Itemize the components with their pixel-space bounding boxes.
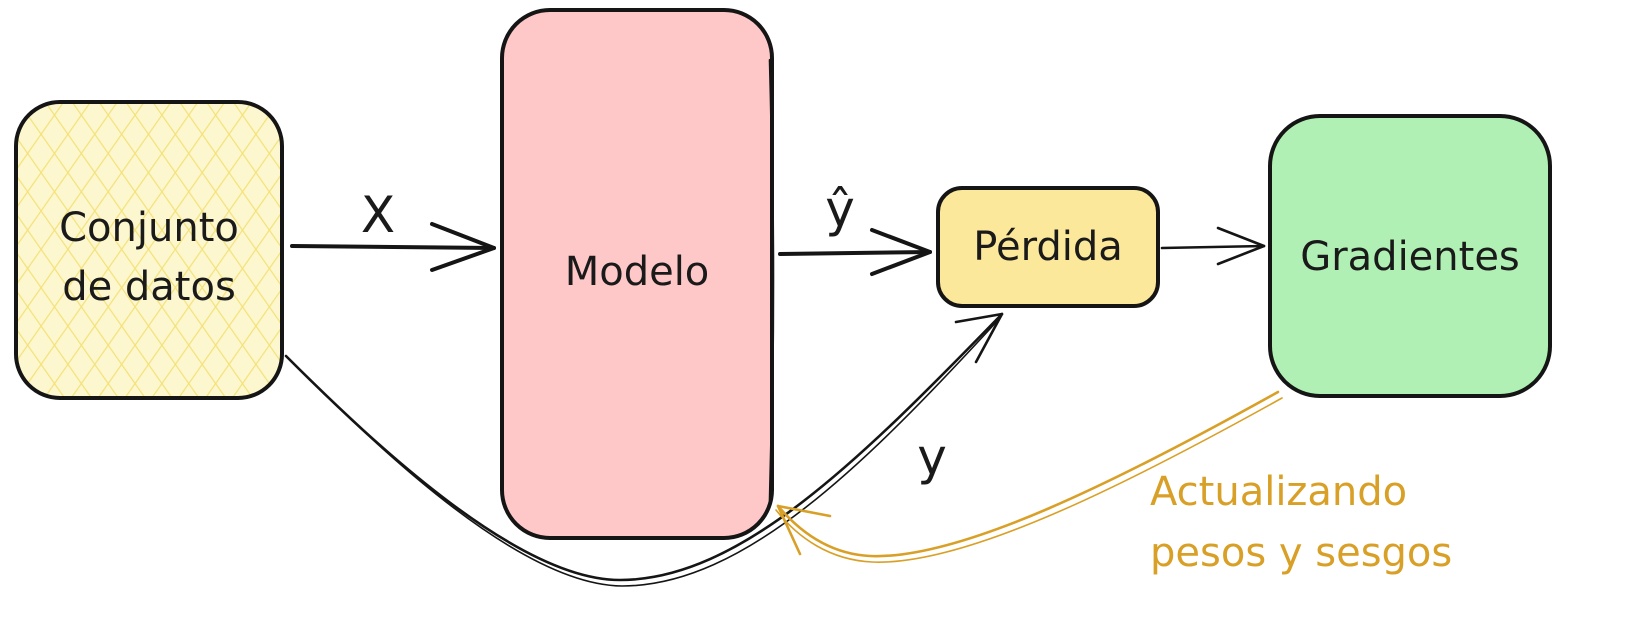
edge-loss-to-gradients (1160, 226, 1266, 266)
edge-label-yhat: ŷ (825, 180, 855, 238)
note-line2: pesos y sesgos (1150, 530, 1452, 576)
loss-node: Pérdida (936, 186, 1160, 308)
edge-label-x: X (361, 186, 395, 244)
edge-label-y: y (917, 428, 947, 486)
dataset-node: Conjunto de datos (14, 100, 284, 400)
loss-label: Pérdida (973, 224, 1122, 270)
model-label: Modelo (565, 249, 710, 295)
gradients-label: Gradientes (1300, 234, 1520, 280)
edge-model-to-loss: ŷ (778, 180, 932, 276)
note-line1: Actualizando (1150, 469, 1407, 515)
edge-dataset-to-loss: y (284, 312, 1004, 587)
dataset-label-line1: Conjunto (59, 205, 239, 251)
gradients-node: Gradientes (1268, 114, 1552, 398)
dataset-label-line2: de datos (62, 264, 236, 310)
edge-gradients-to-model: Actualizando pesos y sesgos (775, 390, 1452, 576)
model-node: Modelo (500, 8, 775, 540)
edge-dataset-to-model: X (290, 186, 496, 272)
